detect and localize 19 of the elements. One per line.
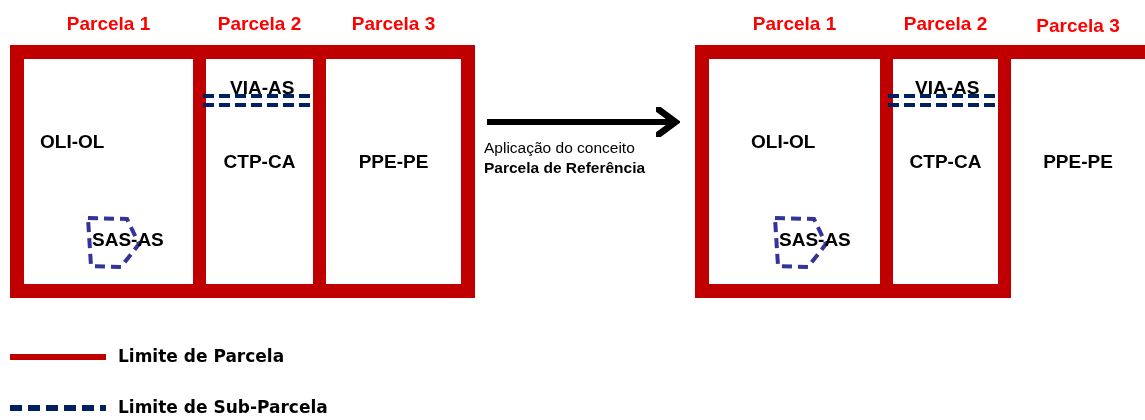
arrow (487, 105, 679, 139)
parcel-heading: Parcela 1 (752, 13, 837, 35)
sub-parcel-code: VIA-AS (915, 77, 980, 99)
sub-parcel-code: SAS-AS (779, 229, 851, 251)
parcel-code: OLI-OL (751, 131, 816, 153)
parcel-heading: Parcela 3 (351, 13, 436, 35)
parcel-code: OLI-OL (40, 131, 105, 153)
parcel-code: CTP-CA (909, 151, 982, 173)
legend-label: Limite de Parcela (118, 346, 285, 366)
parcel-heading: Parcela 2 (217, 13, 302, 35)
legend-label: Limite de Sub-Parcela (118, 397, 328, 417)
parcel-heading: Parcela 3 (1036, 15, 1120, 37)
parcel-code: CTP-CA (223, 151, 296, 173)
parcel-code: PPE-PE (1043, 151, 1113, 173)
parcel-code: PPE-PE (358, 151, 429, 173)
sub-parcel-code: VIA-AS (230, 77, 295, 99)
sub-parcel-code: SAS-AS (92, 229, 164, 251)
parcel-heading: Parcela 1 (66, 13, 151, 35)
parcel-heading: Parcela 2 (903, 13, 988, 35)
